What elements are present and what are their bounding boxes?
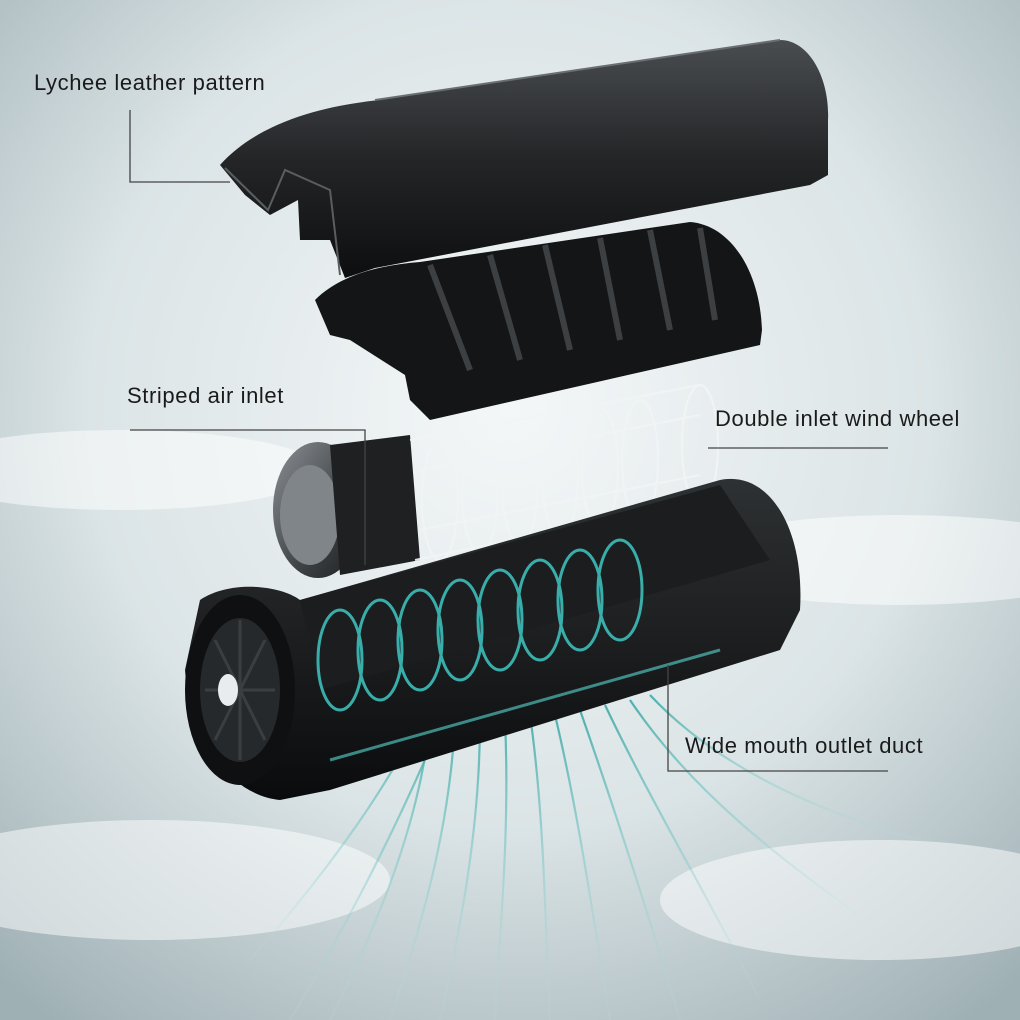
label-striped-air-inlet: Striped air inlet — [127, 383, 284, 408]
label-lychee-leather-pattern: Lychee leather pattern — [34, 70, 266, 95]
airflow-streams — [249, 694, 961, 1020]
striped-inlet-grille — [315, 222, 762, 420]
label-double-inlet-wind-wheel: Double inlet wind wheel — [715, 406, 960, 431]
label-wide-mouth-outlet-duct: Wide mouth outlet duct — [685, 733, 924, 758]
base-housing — [185, 478, 801, 800]
leather-top-cover — [220, 39, 829, 278]
